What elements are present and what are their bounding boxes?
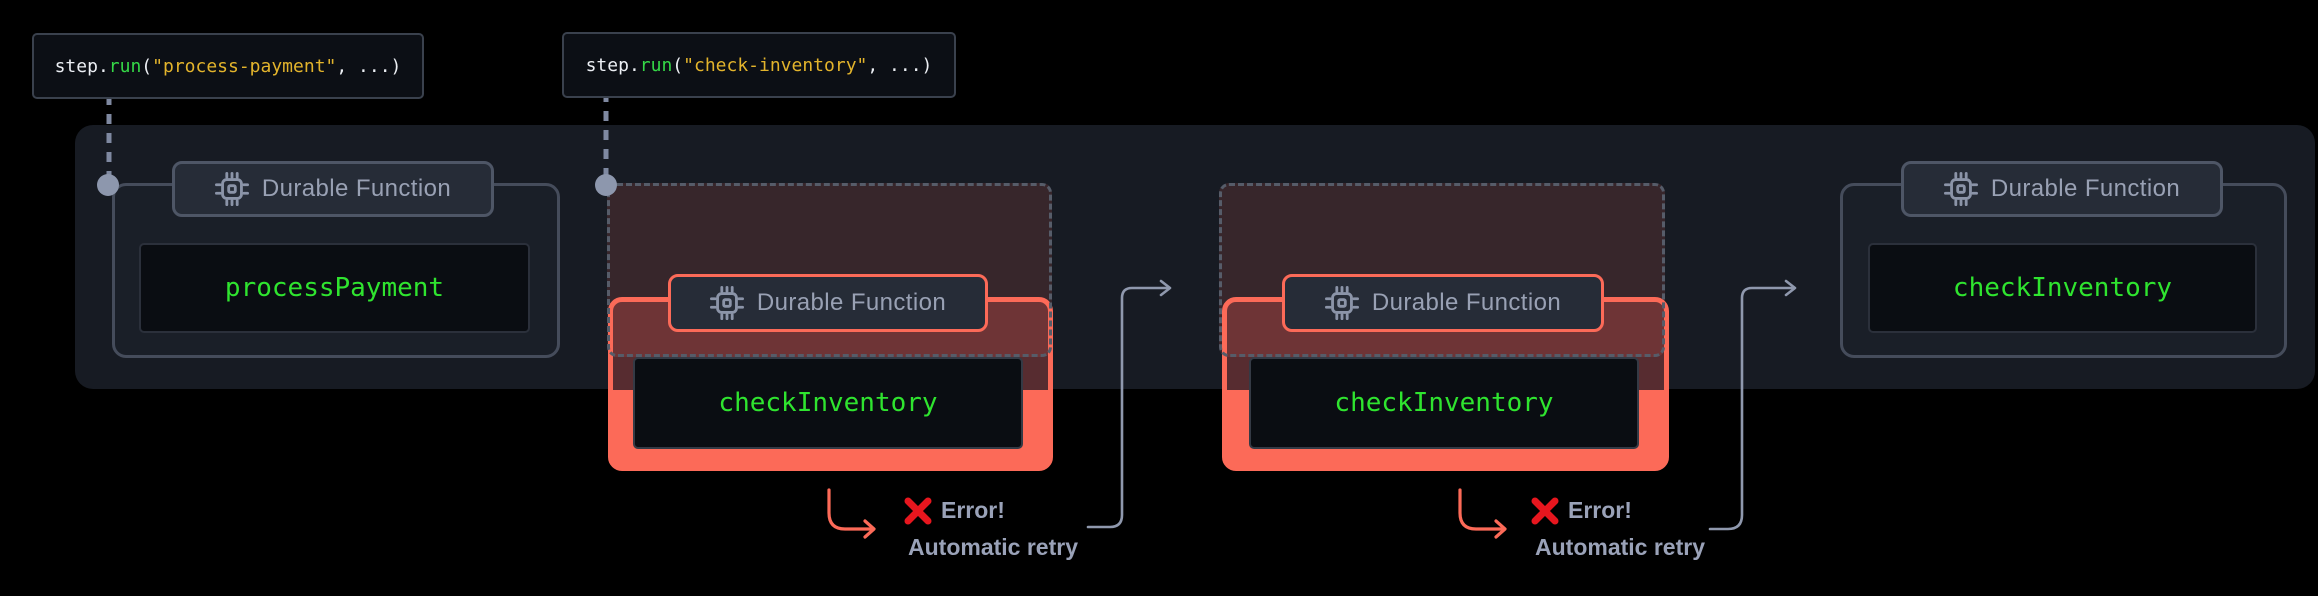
retry-connector-arrow-2 <box>1708 279 1797 531</box>
code-token-run: run <box>108 55 142 77</box>
cpu-chip-icon <box>709 286 744 320</box>
function-name: checkInventory <box>1952 273 2173 303</box>
retry-connector-arrow-1 <box>1086 279 1172 529</box>
code-token: ( <box>141 55 153 77</box>
error-x-icon <box>904 497 932 525</box>
cpu-chip-icon <box>1943 172 1978 206</box>
code-token-run: run <box>639 54 673 76</box>
code-token-string: "check-inventory" <box>683 54 868 76</box>
step-run-label-check-inventory: step.run("check-inventory", ...) <box>562 32 956 98</box>
function-name-box-check-inventory: checkInventory <box>1868 243 2257 333</box>
flow-dot-1 <box>97 174 119 196</box>
error-label-2: Error! <box>1568 497 1632 523</box>
durable-function-badge-error-2: Durable Function <box>1282 274 1604 332</box>
function-name: checkInventory <box>718 388 938 418</box>
cpu-chip-icon <box>214 172 249 206</box>
dashed-drop-line-1 <box>106 95 112 179</box>
function-name-box-retry-2: checkInventory <box>1249 357 1639 449</box>
error-elbow-arrow-2 <box>1458 488 1507 539</box>
code-token: step. <box>54 55 109 77</box>
dashed-drop-line-2 <box>603 92 609 178</box>
durable-function-badge-label: Durable Function <box>261 175 452 202</box>
error-label-1: Error! <box>941 497 1005 523</box>
code-token: ( <box>672 54 684 76</box>
code-token: , ...) <box>336 55 402 77</box>
automatic-retry-label-1: Automatic retry <box>908 534 1078 560</box>
flow-dot-2 <box>595 174 617 196</box>
durable-function-badge-1: Durable Function <box>172 161 494 217</box>
code-token: , ...) <box>867 54 933 76</box>
code-token-string: "process-payment" <box>152 55 337 77</box>
function-name-box-retry-1: checkInventory <box>633 357 1023 449</box>
step-run-label-process-payment: step.run("process-payment", ...) <box>32 33 424 99</box>
durable-function-badge-2: Durable Function <box>1901 161 2223 217</box>
durable-function-badge-label: Durable Function <box>1990 175 2181 202</box>
durable-function-badge-label: Durable Function <box>756 289 947 316</box>
code-token: step. <box>585 54 640 76</box>
function-name-box-process-payment: processPayment <box>139 243 530 333</box>
error-elbow-arrow-1 <box>827 488 876 539</box>
durable-function-badge-error-1: Durable Function <box>668 274 988 332</box>
function-name: checkInventory <box>1334 388 1554 418</box>
durable-function-badge-label: Durable Function <box>1371 289 1562 316</box>
automatic-retry-label-2: Automatic retry <box>1535 534 1705 560</box>
function-name: processPayment <box>224 273 445 303</box>
cpu-chip-icon <box>1324 286 1359 320</box>
error-x-icon <box>1531 497 1559 525</box>
